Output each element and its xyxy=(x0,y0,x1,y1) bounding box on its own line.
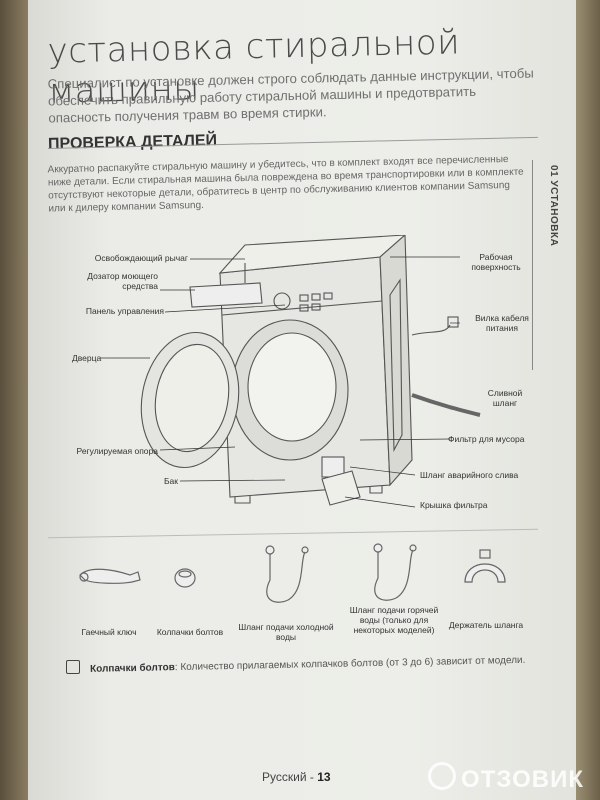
label-emergency-drain: Шланг аварийного слива xyxy=(420,470,519,480)
washing-machine-diagram xyxy=(100,235,481,508)
label-debris-filter: Фильтр для мусора xyxy=(448,434,525,444)
label-drain-hose: Сливной шланг xyxy=(487,388,523,408)
note-term: Колпачки болтов xyxy=(89,662,175,675)
label-tub: Бак xyxy=(163,476,178,486)
label-detergent-dispenser: Дозатор моющего средства xyxy=(87,271,158,291)
section-title: ПРОВЕРКА ДЕТАЛЕЙ xyxy=(47,132,218,153)
accessory-hot-hose: Шланг подачи горячей воды (только для не… xyxy=(349,605,439,635)
page-footer: Русский - 13 xyxy=(262,770,331,784)
label-door: Дверца xyxy=(72,353,102,363)
page-right-edge xyxy=(576,0,600,800)
wrench-icon xyxy=(79,568,141,584)
section-paragraph: Аккуратно распакуйте стиральную машину и… xyxy=(47,153,524,215)
accessory-wrench: Гаечный ключ xyxy=(81,627,137,637)
label-adjustable-foot: Регулируемая опора xyxy=(76,446,158,456)
accessory-hose-holder: Держатель шланга xyxy=(448,620,524,630)
watermark-text: ОТЗОВИК xyxy=(461,766,584,793)
label-control-panel: Панель управления xyxy=(85,306,164,316)
accessory-cold-hose: Шланг подачи холодной воды xyxy=(238,622,334,642)
footer-language: Русский - xyxy=(262,770,318,784)
otzovik-logo-icon xyxy=(428,762,456,790)
label-filter-cover: Крышка фильтра xyxy=(420,500,488,510)
label-release-lever: Освобождающий рычаг xyxy=(94,253,188,263)
accessories-illustrations xyxy=(79,543,506,603)
label-worktop: Рабочая поверхность xyxy=(471,252,521,272)
page-number: 13 xyxy=(317,770,331,784)
cold-water-hose-icon xyxy=(265,545,309,603)
hot-water-hose-icon xyxy=(373,543,417,601)
hose-holder-icon xyxy=(464,549,506,583)
bolt-cap-icon xyxy=(174,568,196,588)
side-tab-border xyxy=(532,160,554,370)
accessory-bolt-caps: Колпачки болтов xyxy=(156,627,224,637)
side-tab-label: 01 УСТАНОВКА xyxy=(548,165,559,247)
label-power-plug: Вилка кабеля питания xyxy=(475,313,529,333)
note-pencil-icon xyxy=(66,660,80,674)
book-binding-shadow xyxy=(0,0,28,800)
